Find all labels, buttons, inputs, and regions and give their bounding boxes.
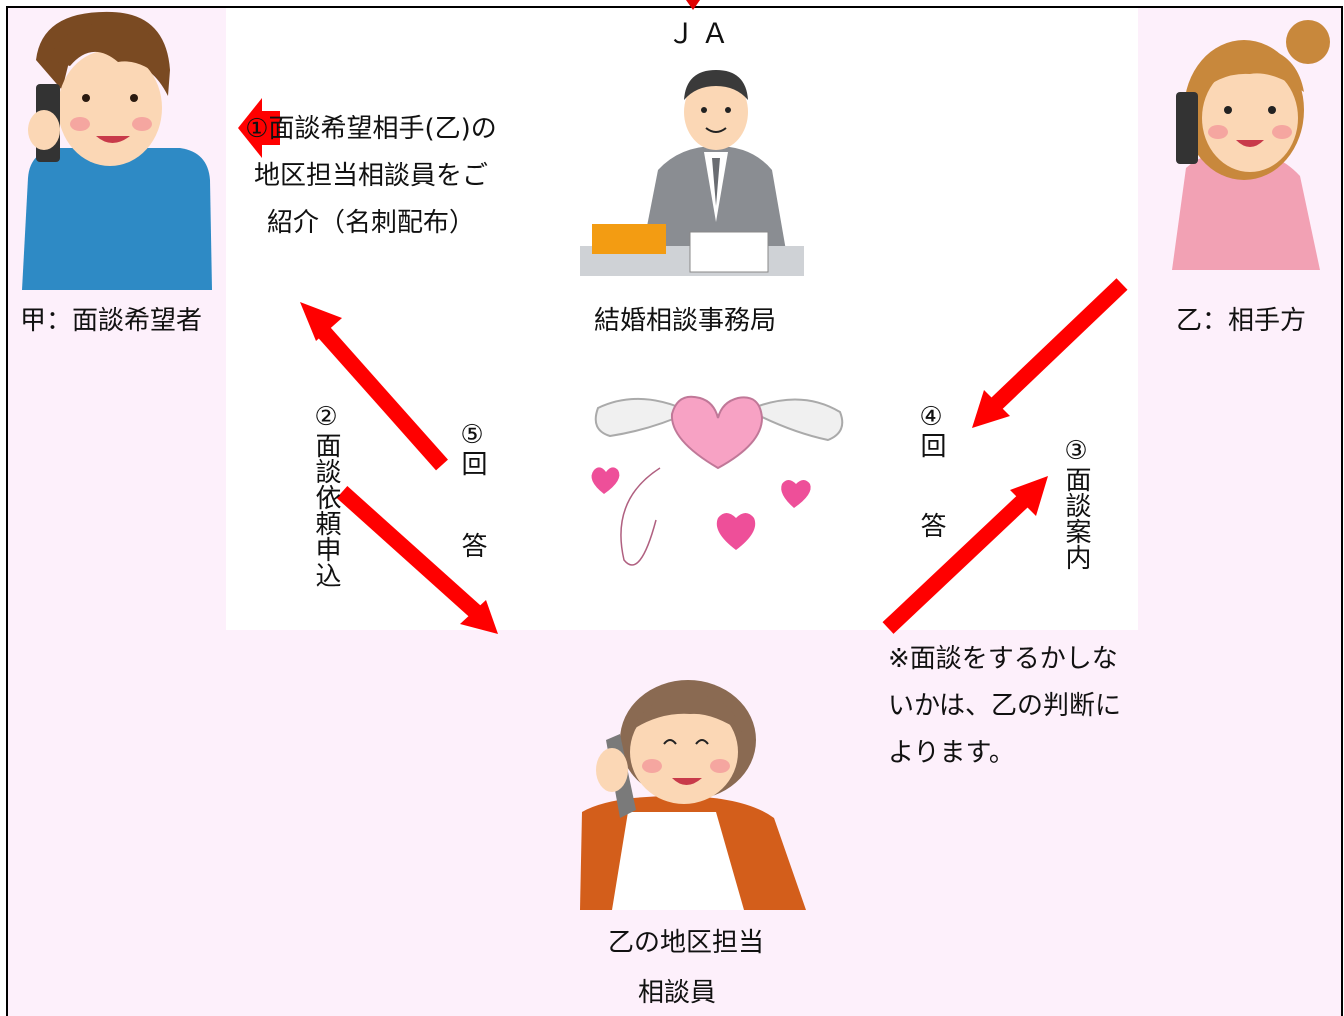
step4-text-b: 答 bbox=[916, 512, 946, 538]
step5-text-b: 答 bbox=[457, 532, 487, 558]
step3-text: ③面談案内 bbox=[1061, 436, 1091, 570]
step2-text: ②面談依頼申込 bbox=[311, 402, 341, 588]
note-text: ※面談をするかしないかは、乙の判断によります。 bbox=[888, 644, 1121, 768]
arrow-step3-icon bbox=[882, 476, 1048, 634]
step5-text-a: ⑤回 bbox=[457, 420, 487, 476]
step1-text: ①面談希望相手(乙)の地区担当相談員をご紹介（名刺配布） bbox=[245, 114, 497, 238]
man-phone-icon bbox=[22, 11, 212, 290]
top-arrow-tip-icon bbox=[686, 0, 700, 10]
arrow-step4-icon bbox=[972, 278, 1128, 428]
org-label: ＪＡ bbox=[667, 17, 736, 50]
arrow-step5-icon bbox=[300, 302, 448, 471]
office-worker-icon bbox=[580, 70, 804, 276]
counselor-label-line1: 乙の地区担当 bbox=[608, 928, 765, 958]
applicant-label: 甲：面談希望者 bbox=[20, 306, 203, 336]
partner-label: 乙：相手方 bbox=[1176, 306, 1307, 336]
woman-phone-icon bbox=[1172, 20, 1330, 270]
step4-text-a: ④回 bbox=[916, 402, 946, 458]
office-label: 結婚相談事務局 bbox=[594, 306, 777, 336]
counselor-label-line2: 相談員 bbox=[638, 978, 717, 1008]
arrow-step1-icon bbox=[238, 98, 280, 158]
counselor-phone-icon bbox=[580, 680, 806, 910]
arrow-step2-icon bbox=[336, 486, 498, 634]
winged-heart-icon bbox=[591, 395, 844, 566]
